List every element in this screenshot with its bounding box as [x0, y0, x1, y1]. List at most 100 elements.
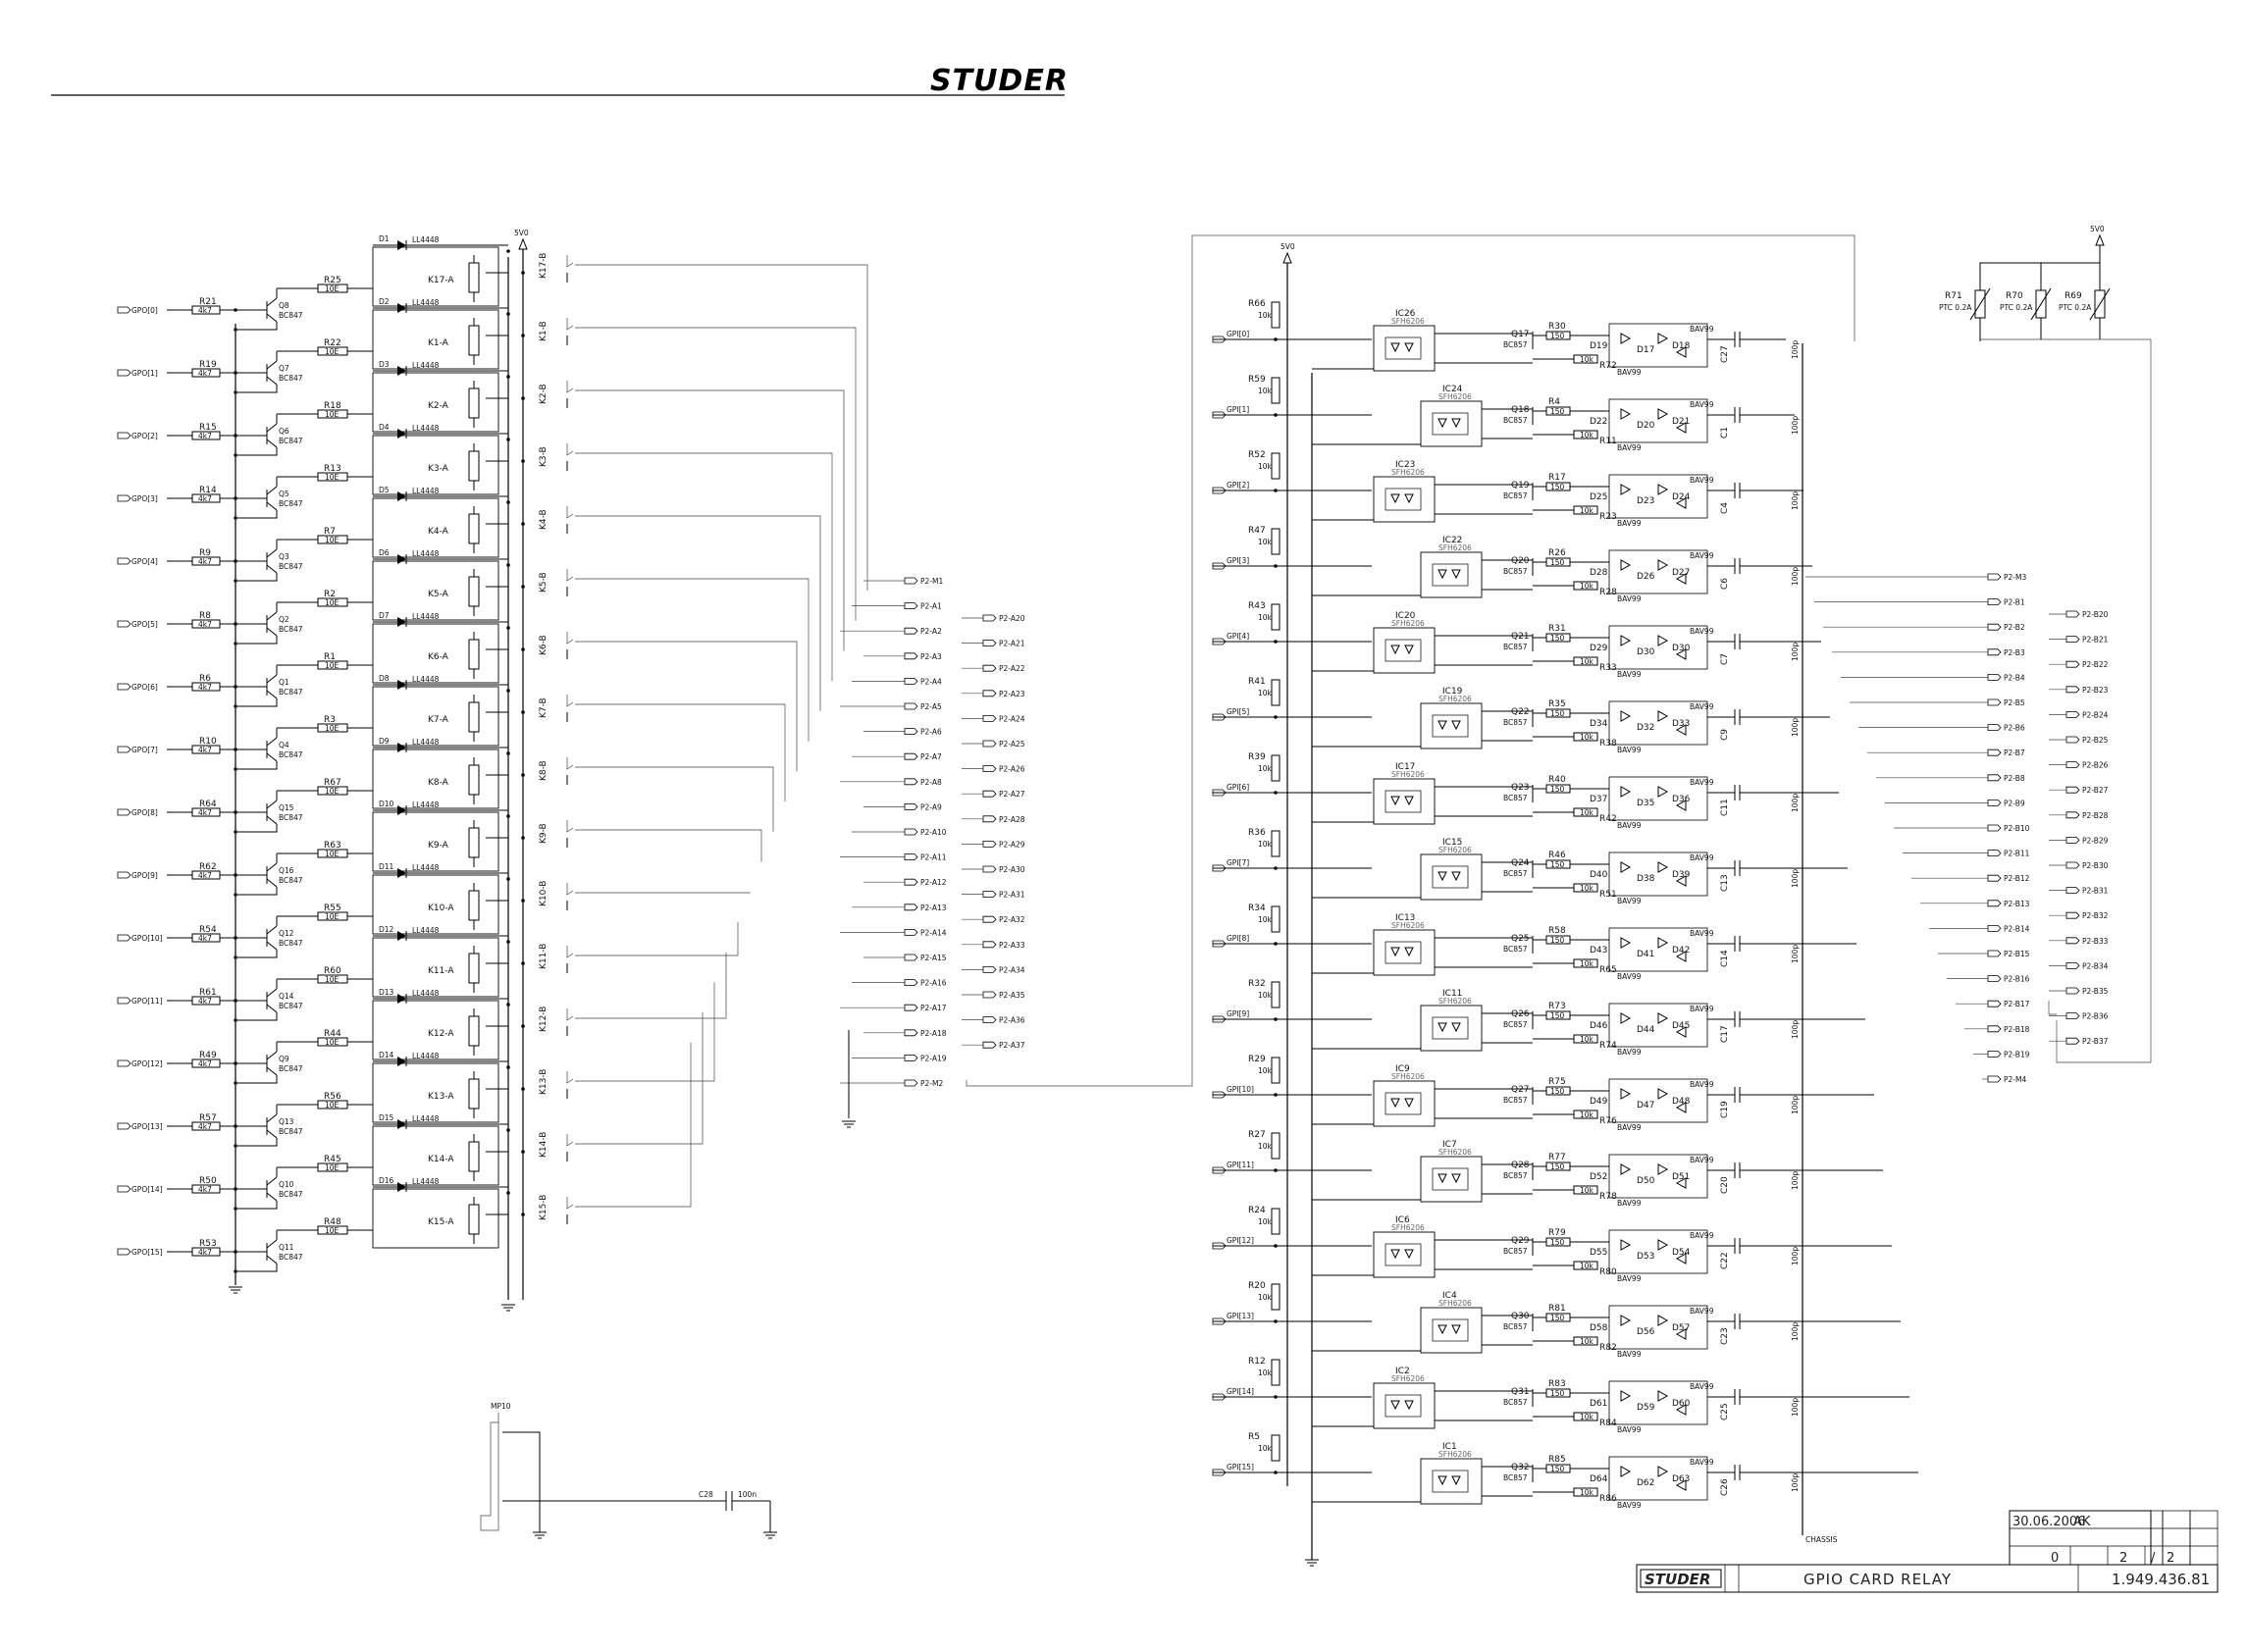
pullup-value: 10k [1258, 840, 1273, 849]
pullup-ref: R20 [1248, 1281, 1266, 1291]
diode-type: LL4448 [412, 863, 440, 872]
connector-b-pin-tag [2065, 686, 2080, 694]
connector-a-left-pin: P2-A1 [920, 602, 942, 611]
base-resistor-ref: R6 [199, 674, 211, 684]
contact-switch-icon [566, 632, 574, 645]
resistor-150-ref: R79 [1548, 1228, 1566, 1238]
gpo-input-label: GPO[7] [131, 746, 158, 754]
relay-block [372, 246, 499, 307]
cap-value: 100p [1791, 1247, 1800, 1265]
series-resistor-value: 10E [325, 724, 340, 733]
pullup-value: 10k [1258, 915, 1273, 924]
relay-block [372, 435, 499, 495]
relay-coil-label: K1-A [428, 338, 449, 348]
connector-a-right-pin: P2-A25 [999, 740, 1025, 749]
relay-contact-label: K3-B [539, 446, 549, 467]
relay-coil-icon [468, 1141, 480, 1172]
gpi-transistor-ref: Q30 [1511, 1312, 1530, 1321]
diode-b-ref: D62 [1637, 1478, 1654, 1488]
relay-block [372, 497, 499, 558]
transistor-ref: Q12 [279, 929, 294, 938]
diode-pair-block [1608, 474, 1708, 519]
diode-icon [1675, 1026, 1687, 1038]
diode-icon [1657, 786, 1669, 798]
ptc-ref: R69 [2064, 291, 2082, 301]
junction-dot [521, 899, 525, 903]
cap-ref: C26 [1720, 1478, 1730, 1496]
diode-pair-block [1608, 852, 1708, 897]
relay-coil-label: K3-A [428, 464, 449, 474]
base-resistor-ref: R64 [199, 800, 217, 809]
diode-icon [397, 680, 406, 690]
transistor-ref: Q6 [279, 427, 289, 436]
diode-a-ref: D22 [1590, 417, 1607, 427]
optocoupler-core [1432, 412, 1469, 436]
diode-ref: D14 [379, 1051, 394, 1059]
gpi-input-label: GPI[11] [1227, 1161, 1254, 1169]
connector-b-right-pin: P2-B28 [2082, 811, 2109, 820]
relay-block [372, 560, 499, 621]
junction-dot [521, 1150, 525, 1154]
relay-coil-label: K13-A [428, 1092, 454, 1102]
gpo-input-label: GPO[9] [131, 871, 158, 880]
connector-a-pin-tag [982, 891, 997, 898]
diode-icon [1657, 1466, 1669, 1477]
optocoupler-block [1373, 1231, 1436, 1278]
vcc-arrow-icon [2095, 233, 2105, 246]
optocoupler-ref: IC1 [1442, 1442, 1457, 1452]
diode-type-right: BAV99 [1690, 476, 1714, 485]
cap-ref: C20 [1720, 1176, 1730, 1194]
diode-pair-block [1608, 1380, 1708, 1425]
contact-routing-wire [575, 641, 798, 772]
diode-b-ref: D23 [1637, 496, 1654, 506]
diode-icon [397, 303, 406, 313]
diode-type-bottom: BAV99 [1617, 972, 1642, 981]
diode-ref: D3 [379, 360, 390, 369]
transistor-type: BC847 [279, 876, 303, 885]
pullup-resistor [1271, 1283, 1280, 1311]
pullup-resistor [1271, 679, 1280, 706]
optocoupler-type: SFH6206 [1391, 1374, 1425, 1383]
diode-b-ref: D56 [1637, 1327, 1655, 1337]
contact-routing-wire [575, 578, 810, 742]
diode-ref: D15 [379, 1113, 394, 1122]
connector-a-pin-tag [904, 878, 918, 886]
diode-icon [1620, 1012, 1632, 1024]
resistor-150-value: 150 [1550, 483, 1565, 491]
series-resistor-ref: R22 [324, 338, 341, 348]
connector-a-pin-tag [904, 853, 918, 860]
relay-contact-label: K7-B [539, 697, 549, 718]
diode-icon [397, 617, 406, 627]
connector-b-right-pin: P2-B31 [2082, 887, 2109, 896]
gpi-transistor-type: BC857 [1503, 1171, 1528, 1180]
pullup-ref: R59 [1248, 375, 1266, 385]
title-date: 30.06.2006 [2012, 1515, 2085, 1529]
connector-a-pin-tag [904, 752, 918, 760]
diode-type-right: BAV99 [1690, 853, 1714, 862]
base-resistor-value: 4k7 [198, 1059, 212, 1068]
gpi-transistor-type: BC857 [1503, 567, 1528, 576]
relay-contact-label: K11-B [539, 944, 549, 969]
cap-value: 100p [1791, 1398, 1800, 1417]
diode-icon [1675, 1328, 1687, 1340]
connector-b-left-pin: P2-B8 [2004, 774, 2025, 783]
diode-type-bottom: BAV99 [1617, 746, 1642, 754]
transistor-emitter [266, 1004, 278, 1013]
connector-a-pin-tag [982, 841, 997, 848]
relay-contact-label: K1-B [539, 321, 549, 341]
resistor-150-value: 150 [1550, 1465, 1565, 1473]
junction-dot [521, 522, 525, 526]
led-icon [1437, 418, 1447, 429]
diode-type-right: BAV99 [1690, 778, 1714, 787]
gpo-input-label: GPO[5] [131, 620, 158, 629]
base-resistor-value: 4k7 [198, 871, 212, 880]
optocoupler-block [1420, 400, 1483, 447]
connector-b-left-pin: P2-B2 [2004, 623, 2025, 632]
connector-b-pin-tag [2065, 660, 2080, 668]
diode-icon [1657, 1163, 1669, 1175]
